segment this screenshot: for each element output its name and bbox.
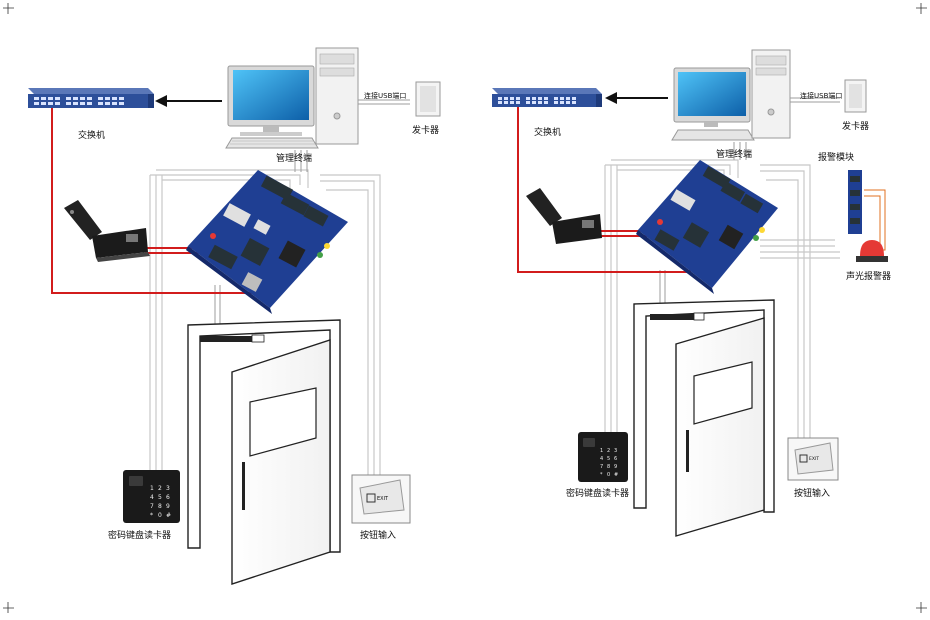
left-switch-label: 交换机 [78,129,105,141]
svg-text:8: 8 [607,464,610,470]
svg-text:5: 5 [607,456,610,462]
right-monitor-icon [671,67,755,141]
right-keypad-label: 密码键盘读卡器 [566,487,629,499]
left-wiring [149,99,410,480]
left-button-label: 按钮输入 [360,529,396,541]
right-arrow-icon [605,92,668,104]
right-switch-icon [492,88,602,107]
right-usb-label: 连接USB端口 [800,91,842,100]
svg-text:2: 2 [158,485,162,492]
right-diagram: 交换机 管理终端 连接USB端口 发卡器 [492,49,891,537]
crop-marks [3,3,927,613]
svg-text:6: 6 [614,456,617,462]
left-arrow-icon [155,95,222,107]
svg-text:*: * [600,472,603,478]
right-alarm-label: 声光报警器 [846,270,891,282]
svg-text:1: 1 [150,485,154,492]
right-terminal-label: 管理终端 [716,148,752,160]
svg-text:3: 3 [614,448,617,454]
right-switch-label: 交换机 [534,126,561,138]
svg-text:4: 4 [600,456,603,462]
right-siren-icon [856,240,888,262]
svg-text:7: 7 [150,503,154,510]
svg-text:*: * [150,512,153,519]
svg-text:2: 2 [607,448,610,454]
svg-text:0: 0 [607,472,610,478]
left-pc-tower-icon [315,47,359,145]
right-reader-box-icon [526,188,602,244]
svg-text:6: 6 [166,494,170,501]
svg-text:7: 7 [600,464,603,470]
right-card-issuer-icon [844,79,867,113]
left-usb-label: 连接USB端口 [364,91,406,100]
svg-text:3: 3 [166,485,170,492]
right-alarm-module-icon [848,170,862,234]
left-card-issuer-icon [415,81,441,117]
svg-text:1: 1 [600,448,603,454]
svg-text:4: 4 [150,494,154,501]
left-diagram: 交换机 管理终端 连接USB端口 发卡器 [28,47,441,585]
svg-text:8: 8 [158,503,162,510]
right-pc-tower-icon [751,49,791,139]
left-door-icon [187,319,341,585]
right-door-icon [633,299,775,537]
left-terminal-label: 管理终端 [276,152,312,164]
right-exit-text: EXIT [809,456,819,462]
left-exit-button-icon: EXIT [351,474,411,524]
left-switch-icon [28,88,154,108]
right-exit-button-icon: EXIT [787,437,839,481]
right-controller-board-icon [636,160,778,294]
left-exit-text: EXIT [377,496,389,502]
svg-text:5: 5 [158,494,162,501]
left-reader-box-icon [64,200,150,262]
svg-text:9: 9 [166,503,170,510]
right-button-label: 按钮输入 [794,487,830,499]
svg-text:#: # [166,512,171,519]
left-controller-board-icon [186,170,348,314]
svg-text:#: # [614,472,618,478]
svg-text:0: 0 [158,512,162,519]
left-keypad-label: 密码键盘读卡器 [108,529,171,541]
left-card-issuer-label: 发卡器 [412,124,439,136]
left-monitor-icon [225,65,319,149]
svg-text:9: 9 [614,464,617,470]
right-alarm-module-label: 报警模块 [818,151,854,163]
right-card-issuer-label: 发卡器 [842,120,869,132]
